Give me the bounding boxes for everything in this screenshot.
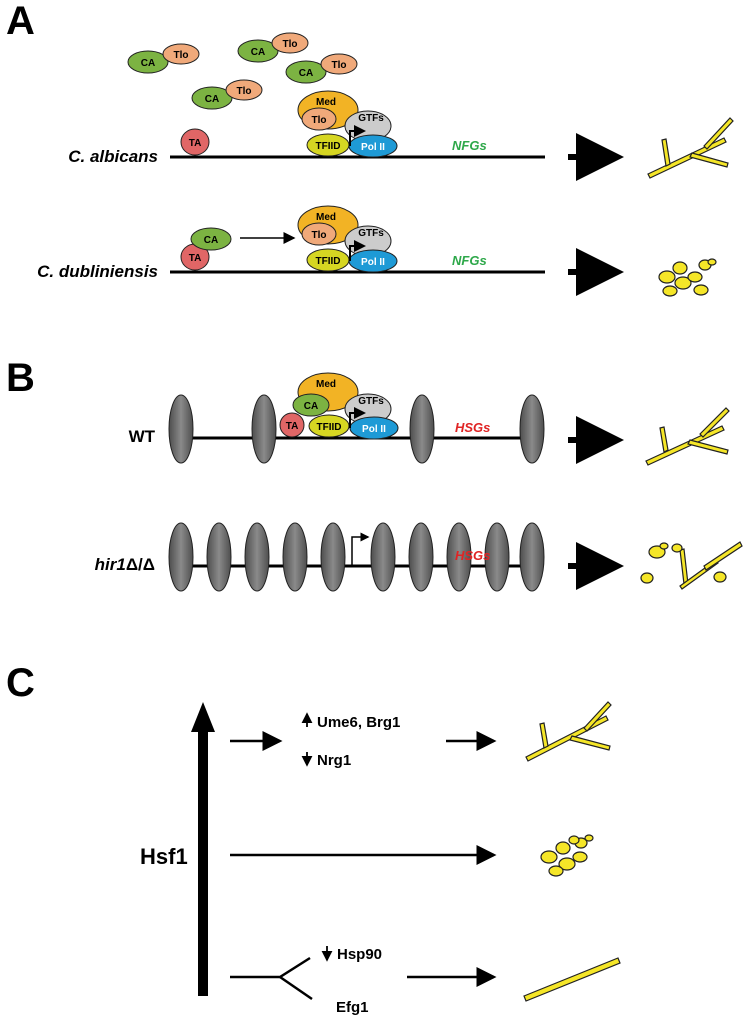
med-label: Med xyxy=(316,212,336,223)
tlo-label: Tlo xyxy=(312,115,327,126)
nucleosome xyxy=(484,522,510,592)
nucleosome xyxy=(320,522,346,592)
gene-label-nfgs: NFGs xyxy=(452,138,487,153)
branch-arrow-bottom xyxy=(230,956,311,979)
nucleosome xyxy=(370,522,396,592)
transcription-complex: Med Tlo GTFs TFIID Pol II xyxy=(297,205,398,273)
hyphae-cell-icon xyxy=(647,117,734,179)
strain-label-c-dubliniensis: C. dubliniensis xyxy=(37,262,158,281)
med-label: Med xyxy=(316,97,336,108)
nucleosome xyxy=(206,522,232,592)
tss-arrow xyxy=(349,407,366,428)
nucleosome xyxy=(168,394,194,464)
mixed-cells-icon xyxy=(640,541,743,590)
gene-label-nfgs: NFGs xyxy=(452,253,487,268)
nucleosome xyxy=(168,522,194,592)
panel-label-a: A xyxy=(6,0,35,43)
ta-label: TA xyxy=(286,421,299,432)
hyphae-cell-icon xyxy=(645,407,730,466)
ca-label: CA xyxy=(299,68,313,79)
ta-label: TA xyxy=(189,253,202,264)
med-label: Med xyxy=(316,379,336,390)
nucleosome xyxy=(519,394,545,464)
tss-arrow xyxy=(351,532,370,566)
yeast-cells-icon xyxy=(658,258,717,297)
ca-tlo-pair: CA Tlo xyxy=(237,32,309,63)
tfiid-label: TFIID xyxy=(316,141,341,152)
tlo-label: Tlo xyxy=(237,86,252,97)
ume6-brg1-label: Ume6, Brg1 xyxy=(317,714,400,731)
gene-label-hsgs: HSGs xyxy=(455,548,490,563)
ca-label: CA xyxy=(204,235,218,246)
ca-protein: CA xyxy=(190,227,232,251)
hyphae-cell-icon xyxy=(525,701,612,762)
pol-ii-label: Pol II xyxy=(361,142,385,153)
transcription-complex: Med Tlo GTFs TFIID Pol II xyxy=(297,90,398,158)
ca-label: CA xyxy=(205,94,219,105)
nucleosome xyxy=(519,522,545,592)
tfiid-label: TFIID xyxy=(316,256,341,267)
ca-label: CA xyxy=(251,47,265,58)
ca-tlo-pair: CA Tlo xyxy=(191,79,263,110)
nrg1-label: Nrg1 xyxy=(317,752,351,769)
nucleosome xyxy=(251,394,277,464)
tfiid-label: TFIID xyxy=(317,422,342,433)
transcription-complex: Med CA GTFs TA TFIID Pol II xyxy=(279,372,399,440)
panel-label-b: B xyxy=(6,356,35,400)
ca-tlo-pair: CA Tlo xyxy=(127,43,200,74)
panel-label-c: C xyxy=(6,661,35,705)
ta-label: TA xyxy=(189,138,202,149)
pseudohypha-cell-icon xyxy=(523,957,621,1002)
ca-label: CA xyxy=(304,401,318,412)
yeast-cells-icon xyxy=(540,834,594,877)
ta-protein: TA xyxy=(180,128,210,156)
strain-label-hir1: hir1Δ/Δ xyxy=(95,555,155,574)
nucleosome-row-wt xyxy=(168,394,545,464)
ca-tlo-pair: CA Tlo xyxy=(285,53,358,84)
nucleosome xyxy=(446,522,472,592)
hsf1-label: Hsf1 xyxy=(140,844,188,869)
ca-label: CA xyxy=(141,58,155,69)
branch-fork xyxy=(279,975,313,1001)
tss-arrow xyxy=(349,240,366,261)
nucleosome xyxy=(244,522,270,592)
nucleosome xyxy=(408,522,434,592)
gtfs-label: GTFs xyxy=(358,228,384,239)
hir1-deletion-suffix: Δ/Δ xyxy=(126,555,155,574)
strain-label-wt: WT xyxy=(129,427,156,446)
nucleosome xyxy=(409,394,435,464)
pol-ii-label: Pol II xyxy=(361,257,385,268)
nucleosome-row-hir1 xyxy=(168,522,545,592)
tlo-label: Tlo xyxy=(312,230,327,241)
pol-ii-label: Pol II xyxy=(362,424,386,435)
strain-label-c-albicans: C. albicans xyxy=(68,147,158,166)
gene-label-hsgs: HSGs xyxy=(455,420,490,435)
gtfs-label: GTFs xyxy=(358,113,384,124)
gtfs-label: GTFs xyxy=(358,396,384,407)
tlo-label: Tlo xyxy=(174,50,189,61)
hir1-gene-name: hir1 xyxy=(95,555,126,574)
hsp90-label: Hsp90 xyxy=(337,946,382,963)
nucleosome xyxy=(282,522,308,592)
hsf1-activity-arrowhead xyxy=(191,702,215,732)
tlo-label: Tlo xyxy=(332,60,347,71)
tlo-label: Tlo xyxy=(283,39,298,50)
tss-arrow xyxy=(349,125,366,146)
efg1-label: Efg1 xyxy=(336,999,369,1016)
